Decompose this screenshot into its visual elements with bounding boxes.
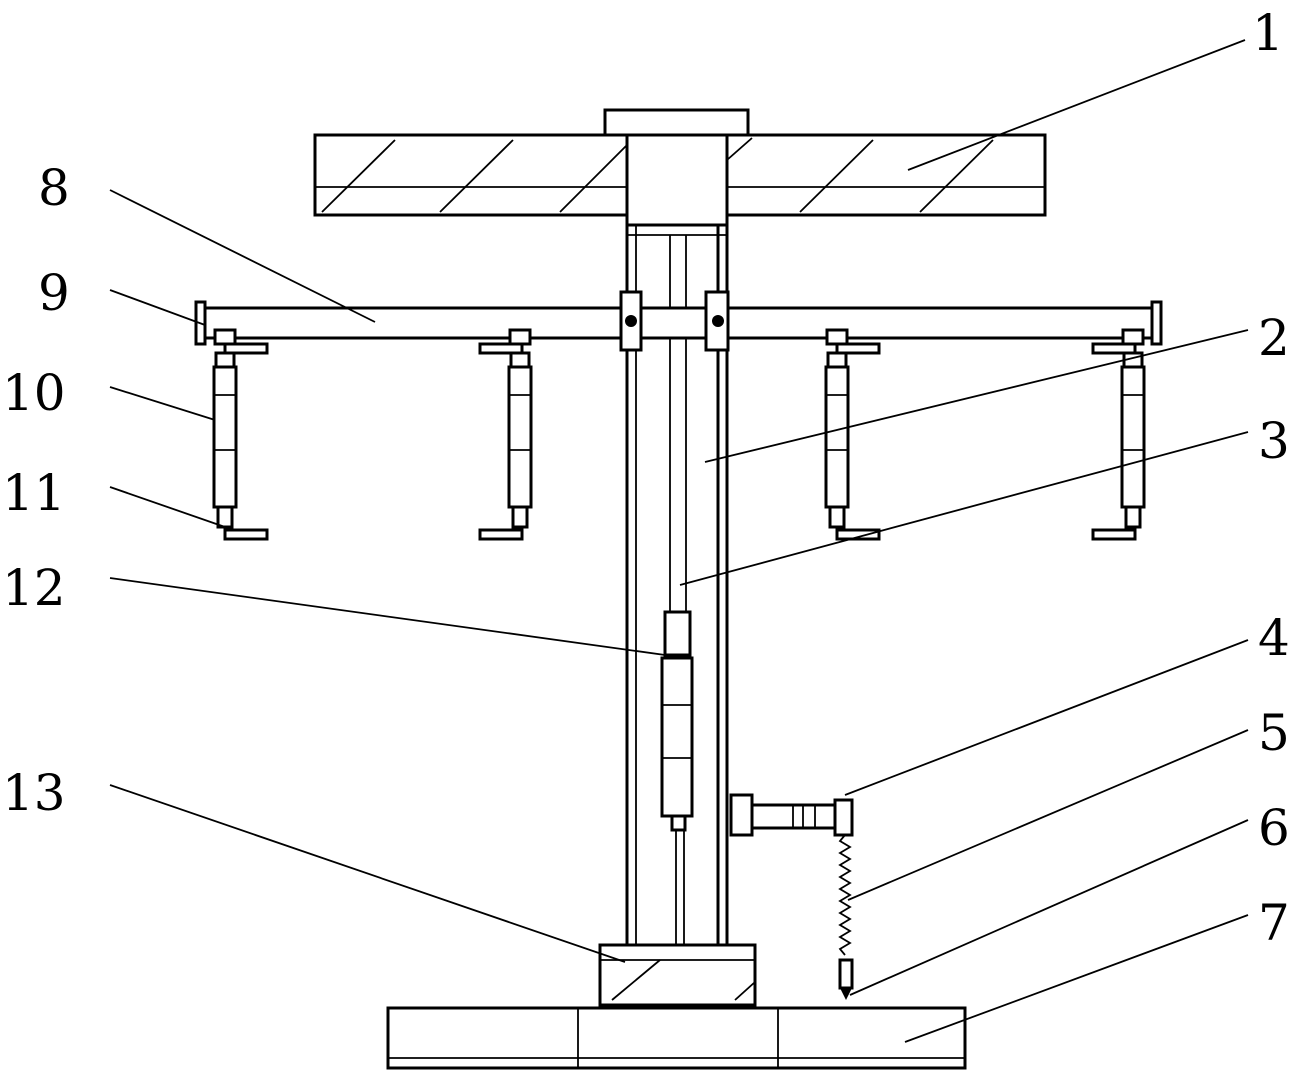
label-11: 11 (2, 464, 66, 522)
crossbar (194, 290, 1163, 352)
label-6: 6 (1258, 799, 1290, 857)
lift-cylinder (660, 610, 694, 832)
label-3: 3 (1258, 412, 1290, 470)
label-2: 2 (1258, 309, 1290, 367)
column-base (598, 943, 757, 1007)
side-probe (729, 793, 854, 1000)
label-4: 4 (1258, 609, 1290, 667)
base-plate (386, 1006, 967, 1070)
hanging-cylinder (1091, 328, 1146, 541)
leader-lines (109, 39, 1249, 1043)
hanging-cylinder (212, 328, 269, 541)
label-9: 9 (38, 264, 70, 322)
label-12: 12 (2, 559, 66, 617)
hanging-cylinder (478, 328, 533, 541)
label-10: 10 (2, 364, 66, 422)
label-5: 5 (1258, 704, 1290, 762)
hanging-cylinder (824, 328, 881, 541)
hanging-cylinders (212, 328, 1146, 541)
label-8: 8 (38, 159, 70, 217)
label-13: 13 (2, 764, 66, 822)
label-1: 1 (1252, 4, 1284, 62)
label-7: 7 (1258, 894, 1290, 952)
top-plate (313, 108, 1047, 227)
